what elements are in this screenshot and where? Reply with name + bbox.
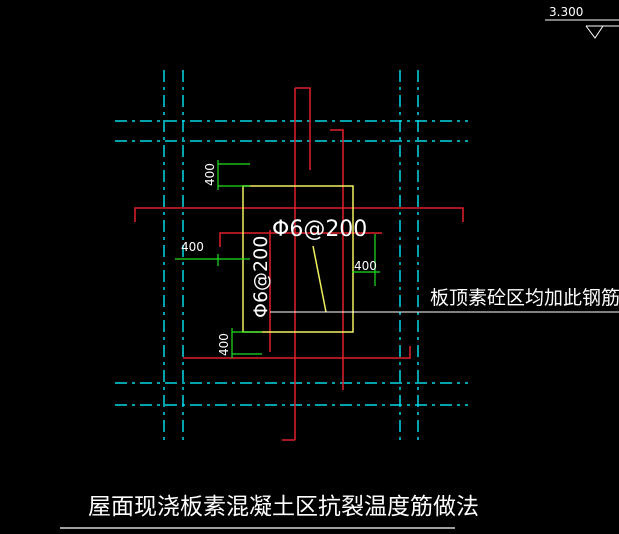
rebar-lines	[134, 87, 464, 441]
rebar-top-horizontal	[134, 207, 464, 222]
leader-tick	[312, 245, 327, 313]
rebar-bottom-horizontal	[183, 346, 411, 359]
rebar-vertical-right	[330, 129, 344, 390]
elevation-label: 3.300	[549, 5, 583, 19]
elevation-marker	[545, 19, 619, 39]
dimension-bottom-label: 400	[217, 333, 231, 356]
rebar-spec-horizontal: Φ6@200	[272, 217, 367, 242]
dimension-top-label: 400	[203, 163, 217, 186]
drawing-title: 屋面现浇板素混凝土区抗裂温度筋做法	[88, 494, 479, 520]
dimension-left-label: 400	[181, 240, 204, 254]
grid-axis-lines	[115, 70, 468, 440]
rebar-spec-vertical: Φ6@200	[250, 236, 272, 318]
dimension-right-label: 400	[354, 259, 377, 273]
dimensions	[175, 160, 380, 358]
rebar-vertical-top-hook	[295, 87, 311, 170]
leader-note: 板顶素砼区均加此钢筋	[430, 287, 619, 309]
rebar-mid-horizontal	[219, 232, 382, 247]
elevation-triangle-icon	[585, 25, 604, 39]
